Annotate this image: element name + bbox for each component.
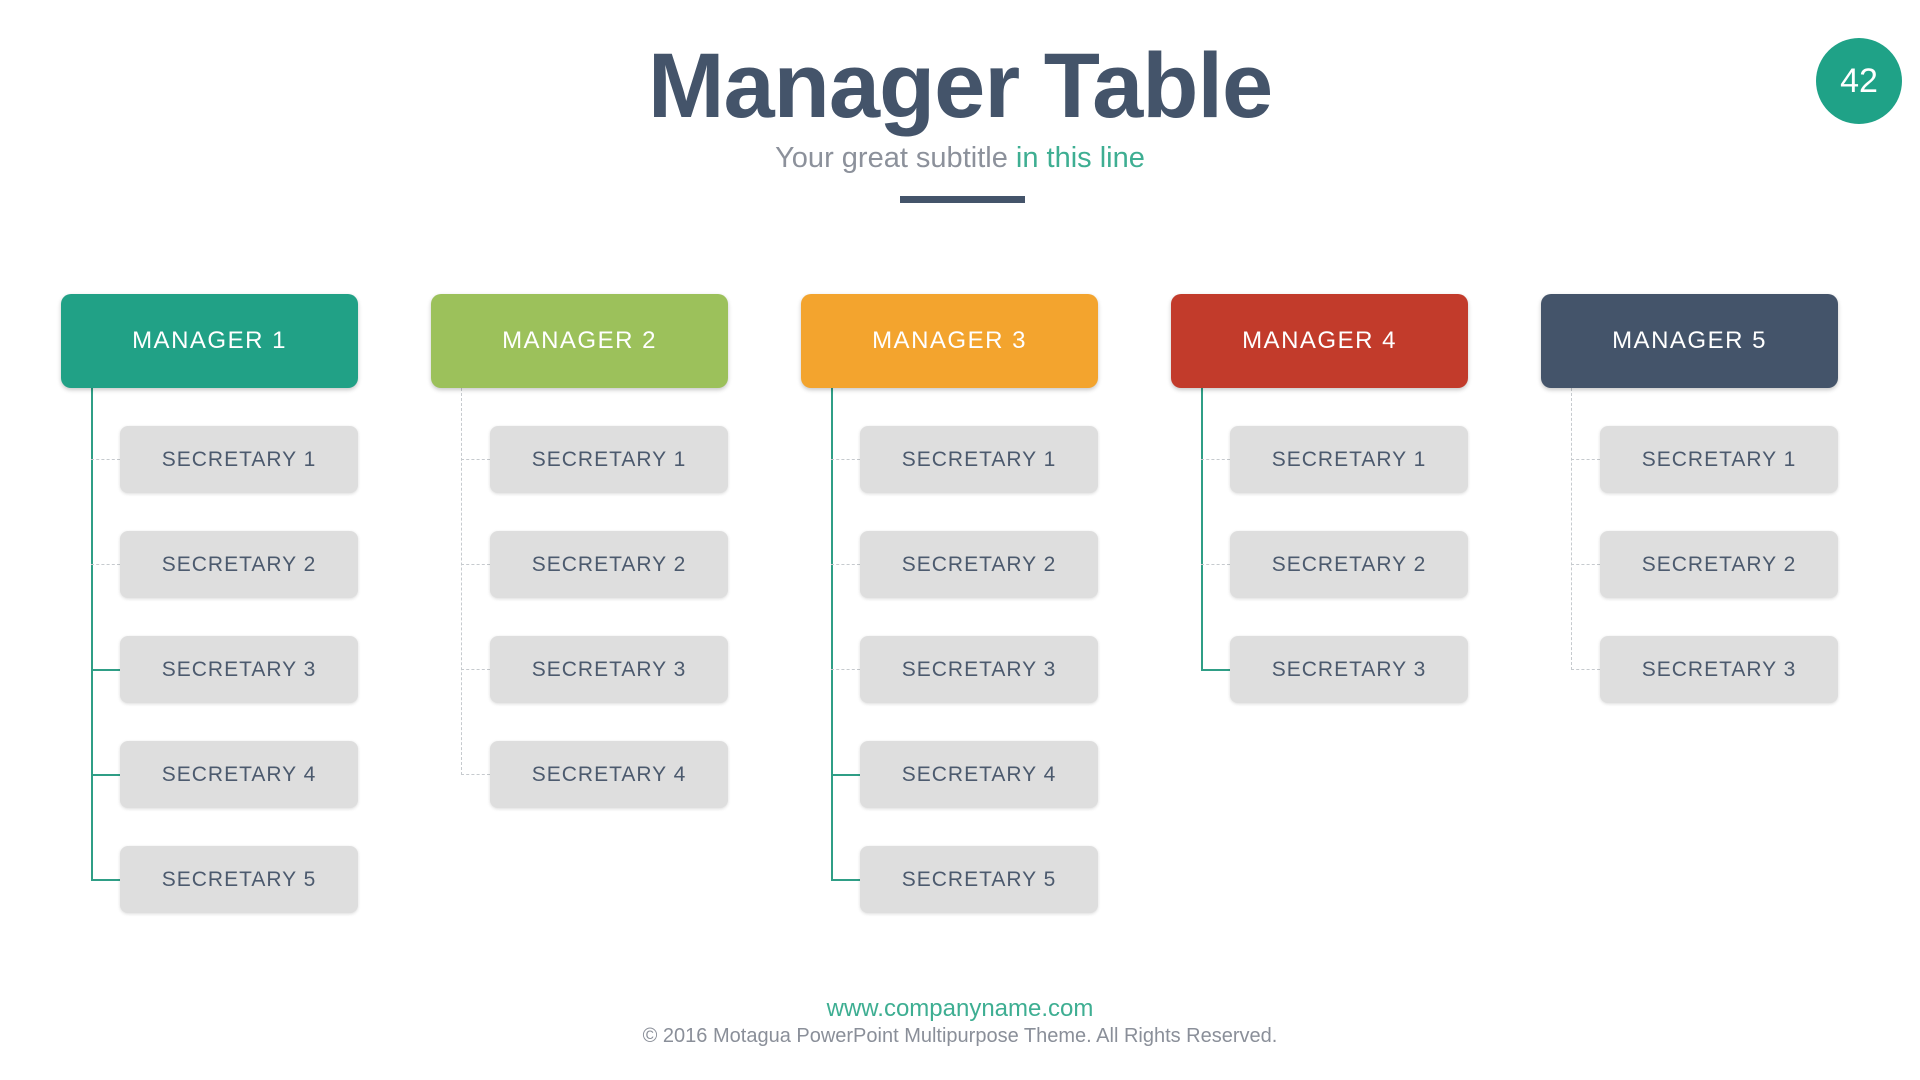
secretary-node-5-1: SECRETARY 1 — [1600, 426, 1838, 493]
secretary-label: SECRETARY 1 — [901, 447, 1057, 471]
connector-line-2-1 — [461, 458, 490, 460]
secretary-node-3-2: SECRETARY 2 — [860, 531, 1098, 598]
manager-node-3: MANAGER 3 — [801, 294, 1098, 388]
manager-label: MANAGER 1 — [132, 327, 287, 354]
secretary-node-2-1: SECRETARY 1 — [490, 426, 728, 493]
secretary-label: SECRETARY 3 — [161, 657, 317, 681]
connector-line-3-4 — [831, 773, 860, 776]
trunk-line-4 — [1201, 388, 1203, 670]
connector-line-1-2 — [91, 563, 120, 565]
connector-line-2-4 — [461, 773, 490, 775]
connector-line-5-3 — [1571, 668, 1600, 670]
subtitle-accent-text: in this line — [1015, 142, 1145, 174]
secretary-label: SECRETARY 4 — [901, 762, 1057, 786]
page-subtitle: Your great subtitle in this line — [0, 142, 1920, 175]
secretary-node-5-3: SECRETARY 3 — [1600, 636, 1838, 703]
title-underline — [900, 196, 1025, 203]
trunk-line-3 — [831, 388, 833, 880]
page-number-badge: 42 — [1816, 38, 1902, 124]
page-number: 42 — [1840, 61, 1878, 100]
secretary-label: SECRETARY 1 — [161, 447, 317, 471]
connector-line-4-1 — [1201, 458, 1230, 460]
secretary-label: SECRETARY 3 — [531, 657, 687, 681]
secretary-node-3-5: SECRETARY 5 — [860, 846, 1098, 913]
secretary-node-2-2: SECRETARY 2 — [490, 531, 728, 598]
connector-line-3-3 — [831, 668, 860, 670]
secretary-node-3-4: SECRETARY 4 — [860, 741, 1098, 808]
manager-node-2: MANAGER 2 — [431, 294, 728, 388]
secretary-label: SECRETARY 1 — [1641, 447, 1797, 471]
secretary-label: SECRETARY 4 — [531, 762, 687, 786]
connector-line-1-1 — [91, 458, 120, 460]
secretary-label: SECRETARY 5 — [901, 867, 1057, 891]
company-url-link[interactable]: www.companyname.com — [826, 995, 1094, 1022]
connector-line-1-3 — [91, 668, 120, 671]
trunk-line-1 — [91, 388, 93, 880]
copyright-text: © 2016 Motagua PowerPoint Multipurpose T… — [642, 1025, 1278, 1047]
secretary-node-1-1: SECRETARY 1 — [120, 426, 358, 493]
secretary-node-1-5: SECRETARY 5 — [120, 846, 358, 913]
manager-label: MANAGER 3 — [872, 327, 1027, 354]
connector-line-3-1 — [831, 458, 860, 460]
secretary-node-1-2: SECRETARY 2 — [120, 531, 358, 598]
secretary-label: SECRETARY 1 — [1271, 447, 1427, 471]
secretary-node-5-2: SECRETARY 2 — [1600, 531, 1838, 598]
secretary-node-4-3: SECRETARY 3 — [1230, 636, 1468, 703]
manager-node-4: MANAGER 4 — [1171, 294, 1468, 388]
connector-line-4-2 — [1201, 563, 1230, 565]
connector-line-5-1 — [1571, 458, 1600, 460]
manager-node-1: MANAGER 1 — [61, 294, 358, 388]
manager-node-5: MANAGER 5 — [1541, 294, 1838, 388]
secretary-label: SECRETARY 5 — [161, 867, 317, 891]
connector-line-5-2 — [1571, 563, 1600, 565]
secretary-node-2-3: SECRETARY 3 — [490, 636, 728, 703]
connector-line-3-5 — [831, 878, 860, 881]
page-title: Manager Table — [647, 35, 1273, 137]
subtitle-plain-text: Your great subtitle — [775, 142, 1016, 174]
secretary-node-3-1: SECRETARY 1 — [860, 426, 1098, 493]
secretary-label: SECRETARY 3 — [1271, 657, 1427, 681]
secretary-node-4-2: SECRETARY 2 — [1230, 531, 1468, 598]
manager-label: MANAGER 4 — [1242, 327, 1397, 354]
secretary-node-3-3: SECRETARY 3 — [860, 636, 1098, 703]
secretary-label: SECRETARY 4 — [161, 762, 317, 786]
connector-line-2-3 — [461, 668, 490, 670]
connector-line-1-5 — [91, 878, 120, 881]
trunk-line-2 — [461, 388, 462, 775]
secretary-label: SECRETARY 1 — [531, 447, 687, 471]
secretary-node-1-3: SECRETARY 3 — [120, 636, 358, 703]
secretary-label: SECRETARY 2 — [531, 552, 687, 576]
connector-line-1-4 — [91, 773, 120, 776]
connector-line-3-2 — [831, 563, 860, 565]
trunk-line-5 — [1571, 388, 1572, 670]
secretary-label: SECRETARY 3 — [901, 657, 1057, 681]
connector-line-4-3 — [1201, 668, 1230, 671]
secretary-label: SECRETARY 2 — [1271, 552, 1427, 576]
secretary-node-1-4: SECRETARY 4 — [120, 741, 358, 808]
manager-label: MANAGER 5 — [1612, 327, 1767, 354]
secretary-label: SECRETARY 3 — [1641, 657, 1797, 681]
secretary-label: SECRETARY 2 — [1641, 552, 1797, 576]
manager-label: MANAGER 2 — [502, 327, 657, 354]
secretary-node-2-4: SECRETARY 4 — [490, 741, 728, 808]
secretary-label: SECRETARY 2 — [901, 552, 1057, 576]
secretary-label: SECRETARY 2 — [161, 552, 317, 576]
secretary-node-4-1: SECRETARY 1 — [1230, 426, 1468, 493]
connector-line-2-2 — [461, 563, 490, 565]
